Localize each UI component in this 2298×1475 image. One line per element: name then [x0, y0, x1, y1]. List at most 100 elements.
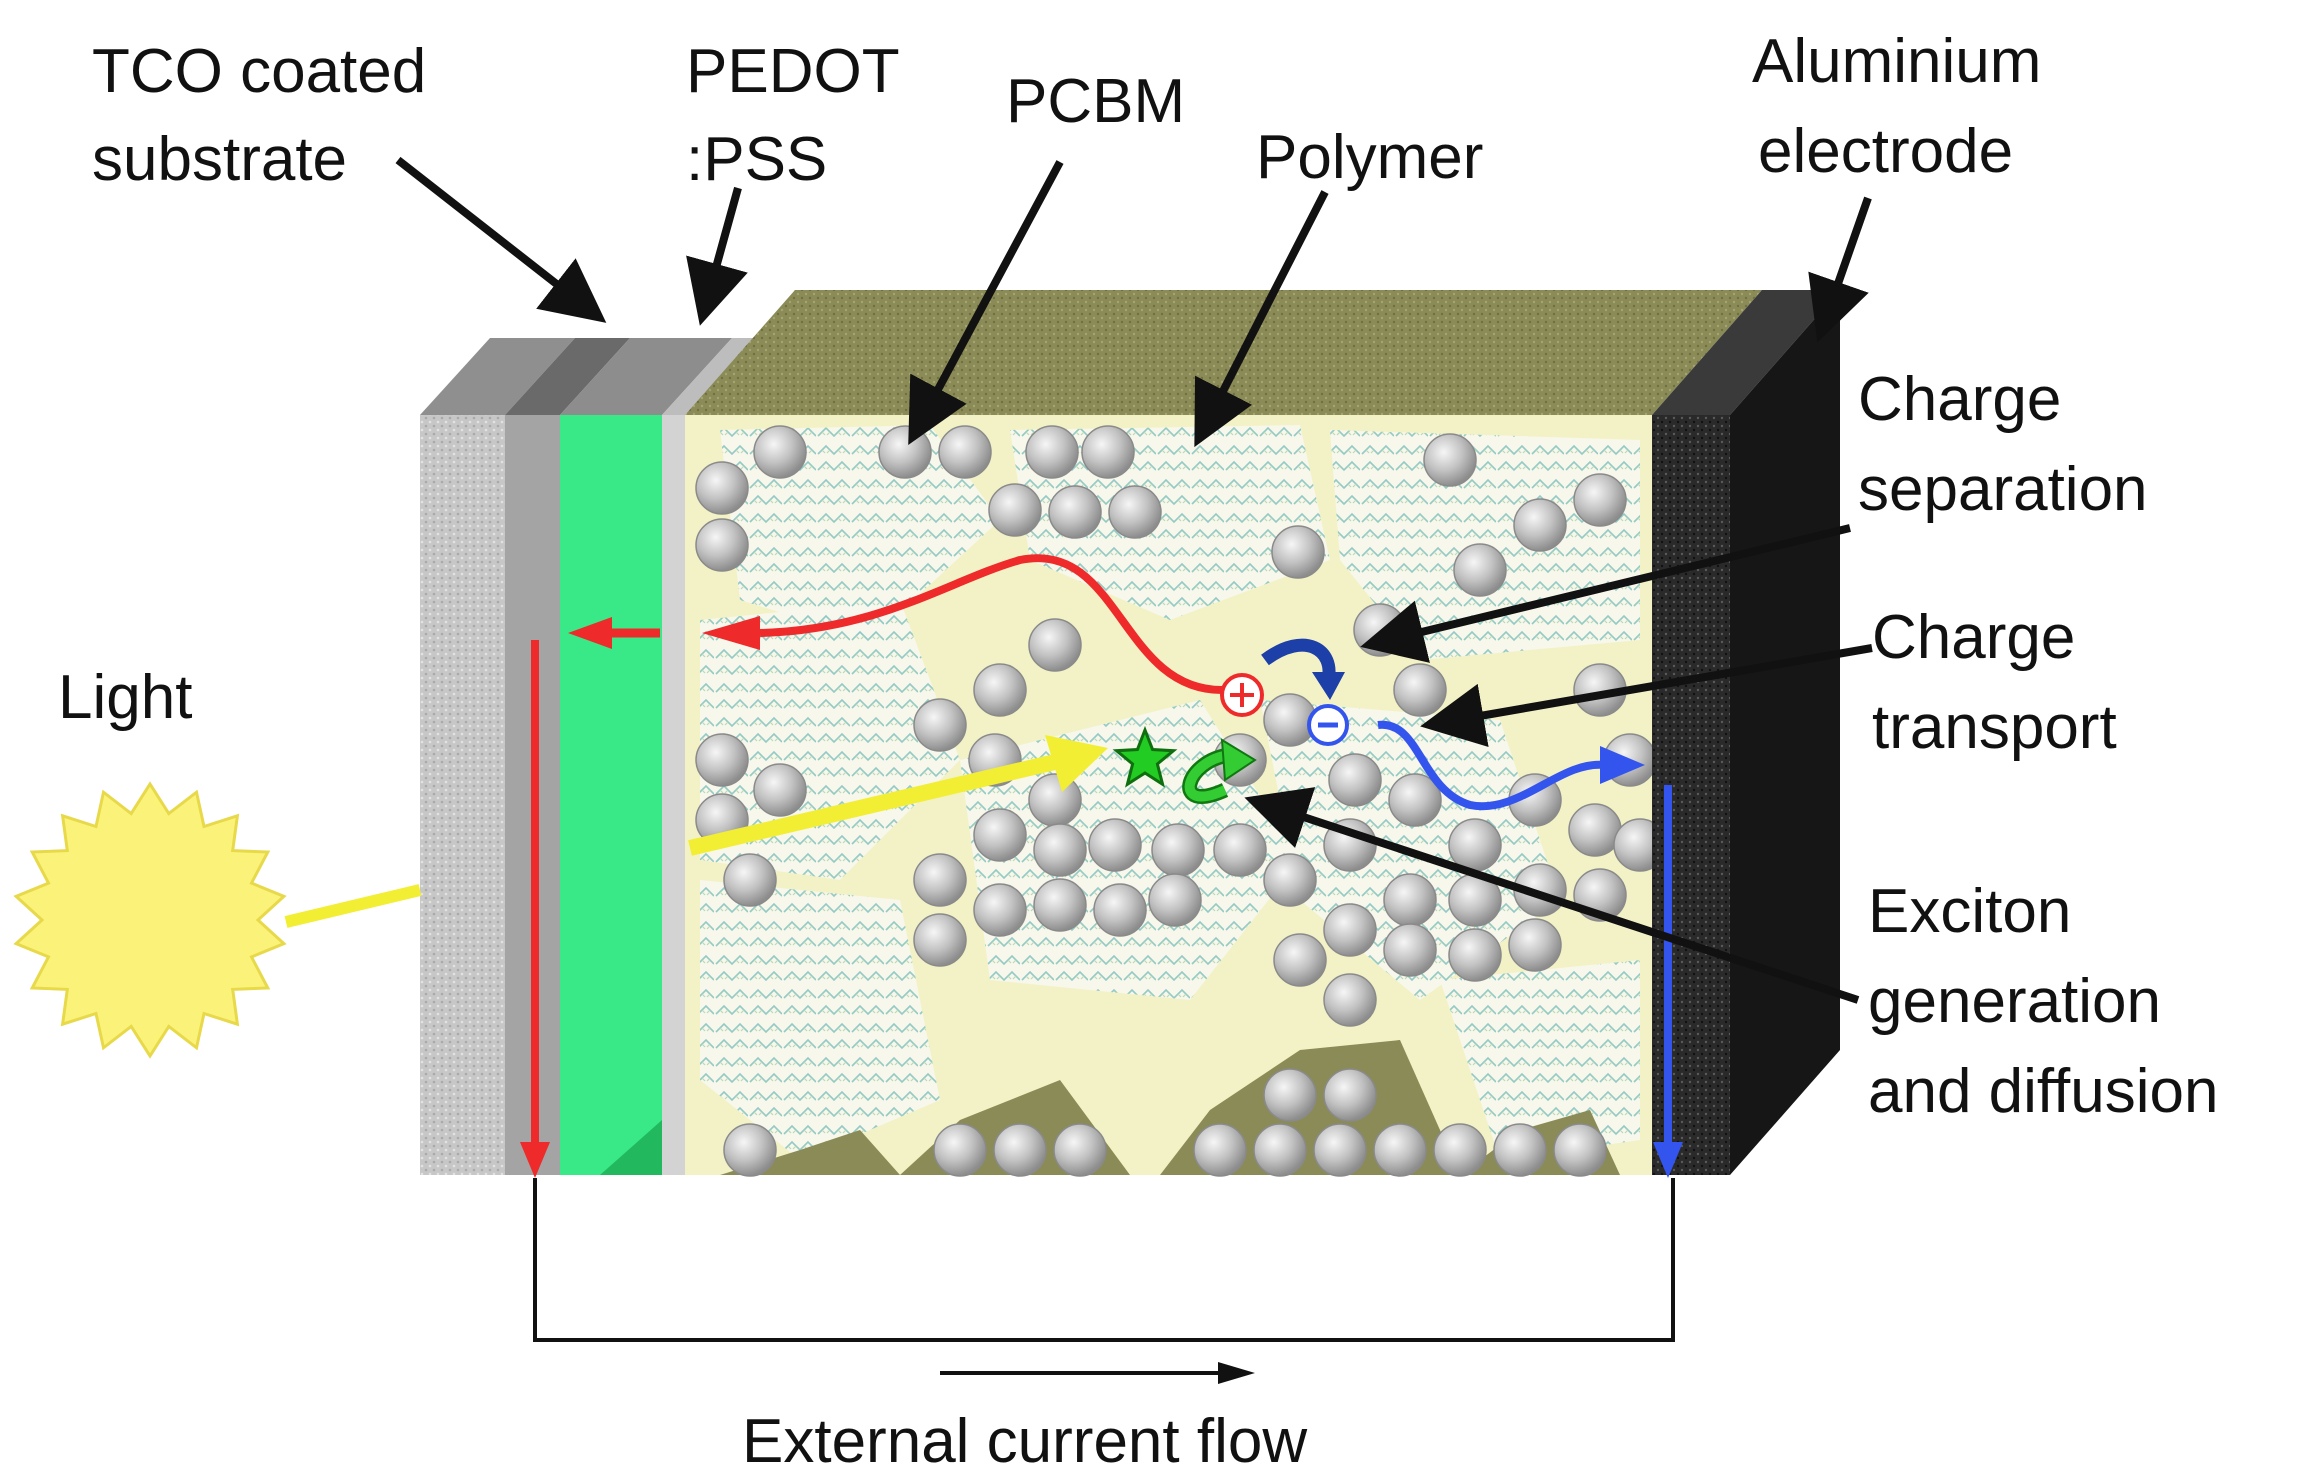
pcbm-sphere [1448, 928, 1502, 982]
polymer-leader [1194, 190, 1329, 448]
pcbm-sphere [1553, 1123, 1607, 1177]
light-ray-arrow [688, 735, 1108, 856]
charge-transport-label-line1: Charge [1872, 603, 2075, 672]
pcbm-label: PCBM [1006, 67, 1185, 136]
pcbm-sphere [1383, 923, 1437, 977]
pcbm-sphere [1033, 823, 1087, 877]
pedot-label-line1: PEDOT [686, 37, 900, 106]
charge-transport-leader [1420, 644, 1873, 747]
aluminium-leader [1808, 196, 1872, 343]
pcbm-sphere [1271, 525, 1325, 579]
pcbm-sphere [1093, 883, 1147, 937]
pcbm-sphere [973, 663, 1027, 717]
pcbm-sphere [973, 808, 1027, 862]
light-label: Light [58, 663, 192, 732]
pcbm-sphere [1453, 543, 1507, 597]
pcbm-sphere [695, 461, 749, 515]
pcbm-sphere [1148, 873, 1202, 927]
pcbm-sphere [913, 698, 967, 752]
pcbm-sphere [973, 883, 1027, 937]
pcbm-sphere [1263, 1068, 1317, 1122]
external-current-label: External current flow [742, 1407, 1307, 1475]
pcbm-sphere [1088, 818, 1142, 872]
pcbm-sphere [1028, 618, 1082, 672]
pcbm-sphere [1048, 485, 1102, 539]
charge-transport-label-line2: transport [1872, 693, 2117, 762]
pcbm-sphere [1448, 818, 1502, 872]
minus-charge-icon [1307, 704, 1349, 746]
pcbm-sphere [1383, 873, 1437, 927]
pcbm-sphere [1193, 1123, 1247, 1177]
pcbm-sphere [993, 1123, 1047, 1177]
pcbm-sphere [1028, 773, 1082, 827]
light-ray-incoming [284, 884, 422, 928]
exciton-leader [1244, 787, 1860, 1004]
pcbm-sphere [1373, 1123, 1427, 1177]
tco-leader [395, 156, 607, 323]
pcbm-sphere [1388, 773, 1442, 827]
aluminium-label-line1: Aluminium [1752, 27, 2041, 96]
pcbm-sphere [1323, 903, 1377, 957]
pcbm-sphere [1573, 473, 1627, 527]
exciton-label-line1: Exciton [1868, 877, 2071, 946]
pedot-leader [686, 186, 748, 326]
pcbm-sphere [878, 425, 932, 479]
pcbm-sphere [1253, 1123, 1307, 1177]
pcbm-sphere [1568, 803, 1622, 857]
pcbm-sphere [1151, 823, 1205, 877]
pcbm-leader [908, 160, 1064, 446]
external-circuit-wire [533, 1178, 1675, 1342]
tco-label-line2: substrate [92, 125, 347, 194]
pcbm-sphere [753, 425, 807, 479]
tco-substrate-layer [420, 338, 575, 1175]
charge-separation-label-line1: Charge [1858, 365, 2061, 434]
pcbm-sphere [1513, 498, 1567, 552]
pcbm-sphere [1263, 853, 1317, 907]
tco-label-line1: TCO coated [92, 37, 426, 106]
pcbm-sphere [1033, 878, 1087, 932]
star-icon [1112, 725, 1178, 788]
pcbm-sphere [1081, 425, 1135, 479]
pcbm-sphere [723, 853, 777, 907]
pedot-label-line2: :PSS [686, 125, 827, 194]
pcbm-sphere [913, 853, 967, 907]
pcbm-sphere [1323, 973, 1377, 1027]
exciton-diffusion-arrow [1182, 738, 1257, 804]
pcbm-sphere [1213, 823, 1267, 877]
pcbm-sphere [1323, 1068, 1377, 1122]
label-leader-arrows [395, 156, 1873, 1004]
charge-separation-leader [1360, 524, 1851, 663]
pcbm-sphere [933, 1123, 987, 1177]
sun-icon [13, 781, 287, 1059]
exciton-label-line2: generation [1868, 967, 2161, 1036]
polymer-label: Polymer [1256, 123, 1483, 192]
pcbm-sphere [723, 1123, 777, 1177]
charge-separation-label-line2: separation [1858, 455, 2148, 524]
pcbm-sphere [913, 913, 967, 967]
exciton-label-line3: and diffusion [1868, 1057, 2218, 1126]
diagram-labels: TCO coated substrate PEDOT :PSS PCBM Pol… [58, 27, 2218, 1475]
plus-charge-icon [1220, 673, 1264, 717]
pcbm-sphere [1025, 425, 1079, 479]
external-current-arrow [940, 1362, 1255, 1384]
charge-separation-arrow [1261, 638, 1345, 700]
pcbm-sphere [988, 483, 1042, 537]
hole-transport-path [520, 554, 1223, 1178]
pcbm-sphere [695, 518, 749, 572]
pcbm-sphere [1353, 603, 1407, 657]
aluminium-label-line2: electrode [1758, 117, 2013, 186]
electron-transport-path [1377, 720, 1683, 1178]
interface-layer [662, 338, 755, 1175]
pcbm-sphere [1493, 1123, 1547, 1177]
pcbm-sphere [1508, 918, 1562, 972]
pcbm-sphere [695, 733, 749, 787]
pcbm-sphere [1313, 1123, 1367, 1177]
pcbm-sphere [1053, 1123, 1107, 1177]
pedot-pss-layer [560, 338, 732, 1175]
pcbm-sphere [938, 425, 992, 479]
aluminium-electrode [1652, 290, 1840, 1175]
pcbm-sphere [1393, 663, 1447, 717]
pcbm-sphere [1108, 485, 1162, 539]
pcbm-sphere [753, 763, 807, 817]
